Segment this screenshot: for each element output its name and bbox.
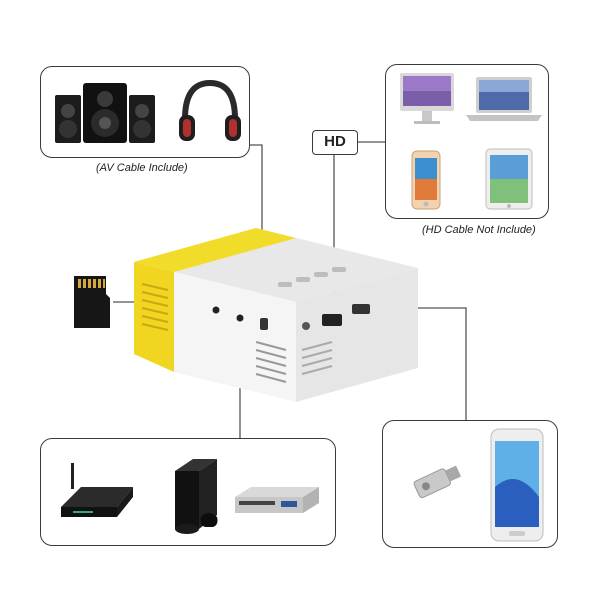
iphone-icon bbox=[411, 150, 441, 210]
game-console-icon bbox=[175, 459, 218, 534]
laptop-icon bbox=[466, 77, 542, 121]
microsd-card-icon bbox=[74, 276, 110, 328]
usb-drive-icon bbox=[413, 465, 462, 499]
hd-devices-box bbox=[385, 64, 549, 219]
av-sources-box bbox=[40, 438, 336, 546]
speakers-icon bbox=[55, 83, 155, 143]
mini-projector-icon bbox=[134, 228, 418, 402]
usb-devices-box bbox=[382, 420, 558, 548]
ipad-icon bbox=[485, 148, 533, 210]
hd-cable-caption: (HD Cable Not Include) bbox=[422, 224, 536, 236]
av-devices-box bbox=[40, 66, 250, 158]
router-box-icon bbox=[61, 463, 133, 517]
imac-icon bbox=[400, 73, 454, 124]
smartphone-icon bbox=[490, 428, 544, 542]
hd-label: HD bbox=[312, 130, 358, 155]
dvd-player-icon bbox=[235, 487, 319, 513]
headphones-icon bbox=[179, 79, 241, 141]
av-cable-caption: (AV Cable Include) bbox=[96, 162, 188, 174]
